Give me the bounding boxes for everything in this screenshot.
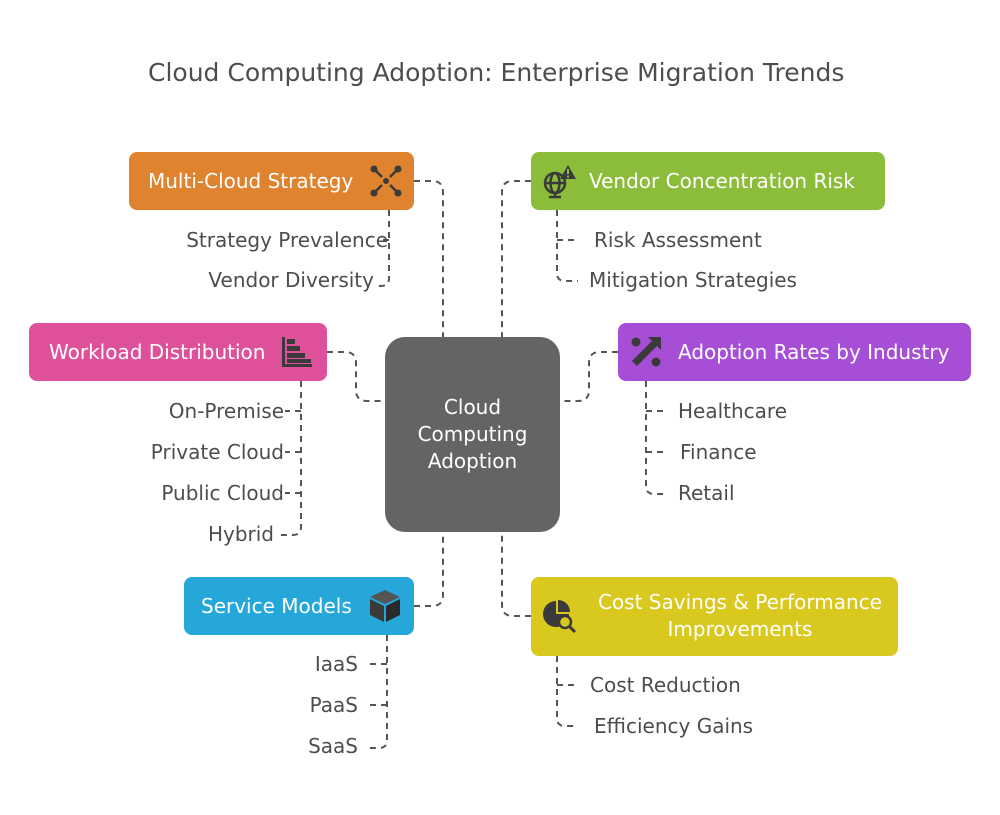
connector-multi-cloud-items <box>375 210 390 287</box>
branch-cost-label: Cost Savings & Performance Improvements <box>597 590 882 641</box>
network-nodes-icon <box>370 165 402 197</box>
connector-service <box>414 532 444 607</box>
adoption-item-healthcare: Healthcare <box>678 399 788 423</box>
workload-item-hybrid: Hybrid <box>207 522 274 546</box>
center-node[interactable]: Cloud Computing Adoption <box>385 337 560 532</box>
workload-item-private-cloud: Private Cloud <box>150 440 284 464</box>
connector-vendor-items <box>556 210 578 282</box>
connector-adoption-items <box>645 381 664 495</box>
multi-cloud-item-vendor-diversity: Vendor Diversity <box>208 268 374 292</box>
vendor-item-mitigation-strategies: Mitigation Strategies <box>589 268 797 292</box>
service-item-saas: SaaS <box>308 734 358 758</box>
connector-service-items <box>366 635 388 749</box>
cube-icon <box>370 590 400 622</box>
staircase-bars-icon <box>282 337 312 367</box>
branch-vendor-concentration-risk[interactable]: Vendor Concentration Risk <box>531 152 885 210</box>
workload-item-public-cloud: Public Cloud <box>161 481 284 505</box>
adoption-item-retail: Retail <box>678 481 735 505</box>
center-node-label: Cloud Computing Adoption <box>417 395 528 473</box>
percent-arrow-icon <box>631 337 661 367</box>
connector-vendor <box>501 180 531 337</box>
branch-adoption-rates-by-industry[interactable]: Adoption Rates by Industry <box>618 323 971 381</box>
branch-service-label: Service Models <box>201 594 352 618</box>
diagram-title: Cloud Computing Adoption: Enterprise Mig… <box>148 58 845 87</box>
service-item-iaas: IaaS <box>314 652 358 676</box>
branch-multi-cloud-label: Multi-Cloud Strategy <box>148 169 354 193</box>
branch-cost-savings-performance[interactable]: Cost Savings & Performance Improvements <box>531 577 898 656</box>
vendor-item-risk-assessment: Risk Assessment <box>594 228 762 252</box>
connector-adoption <box>560 351 618 402</box>
connector-multi-cloud <box>414 180 444 337</box>
branch-adoption-label: Adoption Rates by Industry <box>678 340 950 364</box>
multi-cloud-item-strategy-prevalence: Strategy Prevalence <box>186 228 388 252</box>
adoption-item-finance: Finance <box>680 440 757 464</box>
service-item-paas: PaaS <box>309 693 358 717</box>
branch-workload-distribution[interactable]: Workload Distribution <box>29 323 327 381</box>
connector-cost-items <box>556 656 578 727</box>
connector-cost <box>501 532 531 617</box>
branch-service-models[interactable]: Service Models <box>184 577 414 635</box>
branch-vendor-label: Vendor Concentration Risk <box>589 169 855 193</box>
globe-warning-icon <box>543 165 576 199</box>
cost-item-efficiency-gains: Efficiency Gains <box>594 714 754 738</box>
branch-multi-cloud-strategy[interactable]: Multi-Cloud Strategy <box>129 152 414 210</box>
pie-magnifier-icon <box>543 600 577 634</box>
workload-item-on-premise: On-Premise <box>168 399 284 423</box>
cost-item-cost-reduction: Cost Reduction <box>590 673 741 697</box>
branch-workload-label: Workload Distribution <box>49 340 266 364</box>
connector-workload <box>327 351 385 402</box>
